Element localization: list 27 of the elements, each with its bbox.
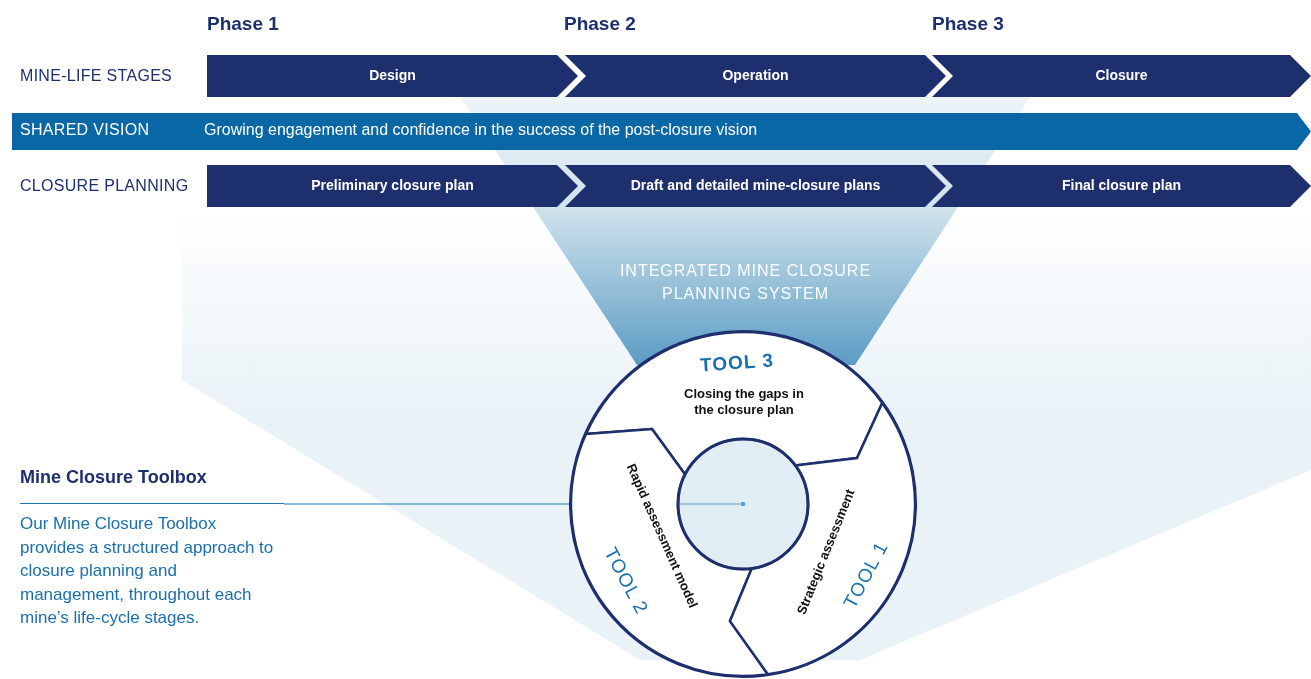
stage-label: Design [368, 67, 417, 83]
tool-number: TOOL 3 [698, 351, 776, 375]
stage-banner [207, 165, 578, 207]
stage-banner [565, 165, 946, 207]
stage-label: Closure [1094, 67, 1149, 83]
band-text: Growing engagement and confidence in the success of the post-closure vision [204, 121, 758, 139]
tool-name: Closing the gaps in the closure plan [683, 386, 805, 418]
phase-heading: Phase 3 [932, 13, 1004, 35]
ring-segment [571, 429, 768, 676]
row-label: MINE-LIFE STAGES [20, 67, 173, 85]
stage-banner [932, 165, 1311, 207]
stage-banner [932, 55, 1311, 97]
tool-number: TOOL 2 [600, 543, 652, 620]
section-heading: Mine Closure Toolbox [20, 466, 208, 489]
stage-label: Draft and detailed mine-closure plans [629, 177, 882, 193]
tool-ring [568, 329, 918, 679]
phase-heading: Phase 2 [564, 13, 636, 35]
vision-banner [12, 113, 1311, 150]
row-label: CLOSURE PLANNING [20, 177, 189, 195]
band-heading: SHARED VISION [20, 121, 150, 139]
stage-banner [207, 55, 578, 97]
phase-heading: Phase 1 [207, 13, 279, 35]
description-text: Our Mine Closure Toolbox provides a structured approach to closure planning and management, throughout each mine’s life-cycle stages. [20, 513, 275, 629]
stage-label: Final closure plan [1061, 177, 1182, 193]
system-title: INTEGRATED MINE CLOSURE PLANNING SYSTEM [618, 261, 873, 304]
stage-label: Operation [721, 67, 790, 83]
stage-label: Preliminary closure plan [310, 177, 475, 193]
